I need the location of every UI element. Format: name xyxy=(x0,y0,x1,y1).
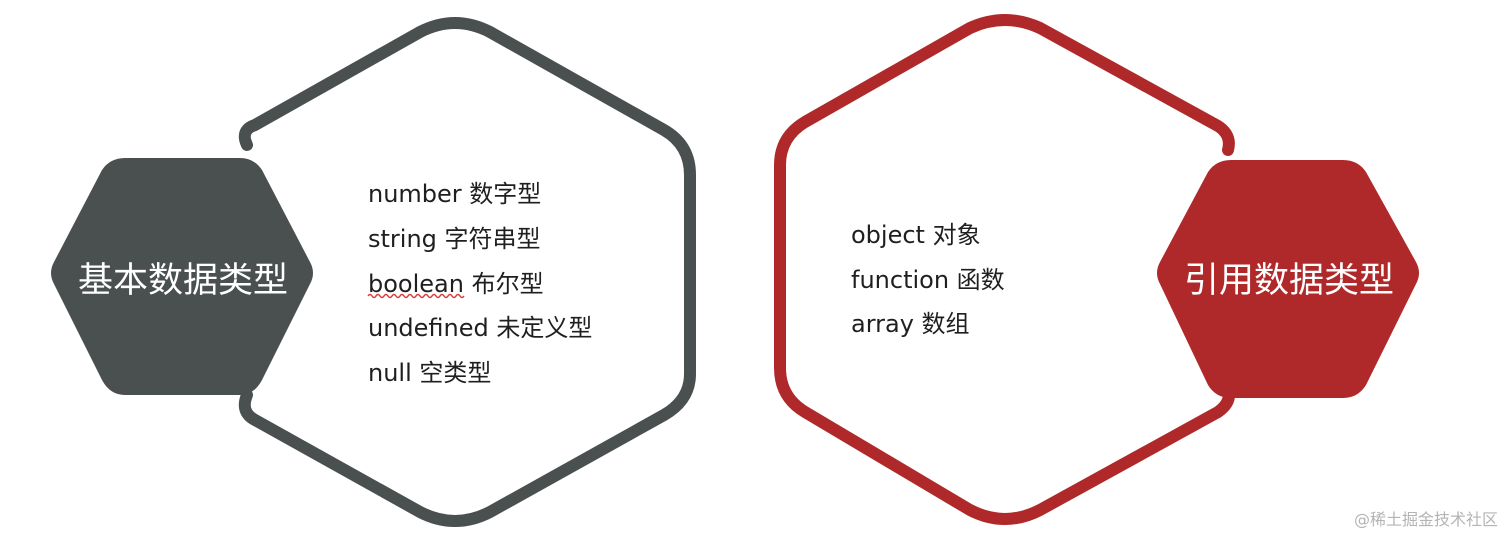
reference-type-item: array 数组 xyxy=(851,310,970,338)
reference-types-title: 引用数据类型 xyxy=(1184,261,1394,301)
reference-types-group: 引用数据类型 object 对象 function 函数 array 数组 xyxy=(774,14,1419,525)
primitive-type-item: number 数字型 xyxy=(368,180,541,208)
primitive-types-title: 基本数据类型 xyxy=(78,261,288,301)
primitive-types-badge-hexagon xyxy=(51,158,313,395)
primitive-types-group: 基本数据类型 number 数字型 string 字符串型 boolean 布尔… xyxy=(51,17,696,527)
reference-type-item: function 函数 xyxy=(851,266,1005,294)
primitive-type-item: null 空类型 xyxy=(368,359,491,387)
primitive-types-list: number 数字型 string 字符串型 boolean 布尔型 undef… xyxy=(368,180,592,387)
primitive-type-item: string 字符串型 xyxy=(368,225,541,253)
primitive-type-item: boolean 布尔型 xyxy=(368,270,544,298)
reference-types-list: object 对象 function 函数 array 数组 xyxy=(851,221,1005,338)
primitive-type-item: undefined 未定义型 xyxy=(368,314,592,342)
watermark: @稀土掘金技术社区 xyxy=(1353,510,1498,529)
reference-types-badge-hexagon xyxy=(1157,160,1419,398)
primitive-types-outline-hexagon xyxy=(238,17,696,527)
reference-type-item: object 对象 xyxy=(851,221,981,249)
spellcheck-underline xyxy=(367,293,465,299)
reference-types-outline-hexagon xyxy=(774,14,1235,525)
